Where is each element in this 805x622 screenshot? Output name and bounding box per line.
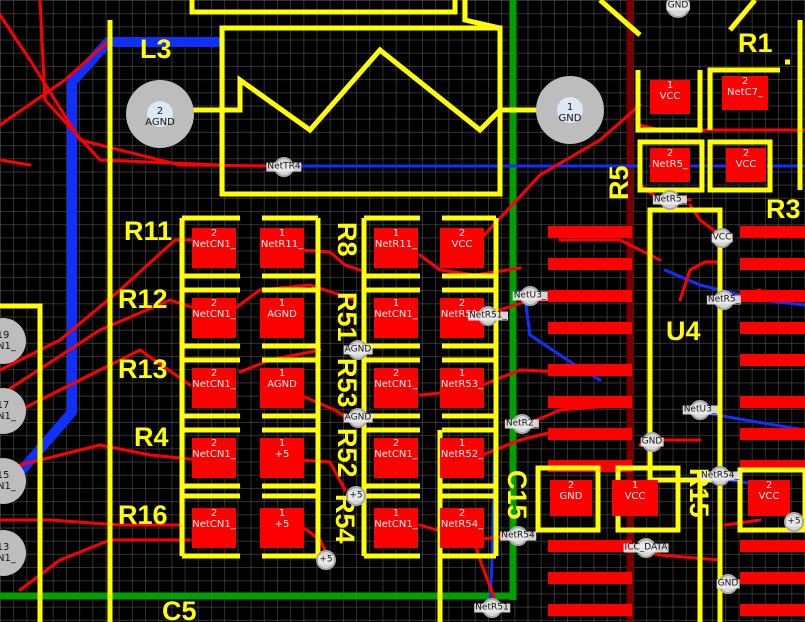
via-gnd-top[interactable]: GND <box>666 0 690 18</box>
via-agnd-b[interactable]: AGND <box>343 408 373 428</box>
via-netr54-b[interactable]: NetR54 <box>500 526 536 546</box>
via-plus5-c[interactable]: +5 <box>784 512 804 532</box>
via-plus5-a[interactable]: +5 <box>346 486 366 506</box>
connector-pin-17[interactable]: 17CN1_ <box>0 388 26 434</box>
via-netr5-a[interactable]: NetR5_ <box>652 190 688 210</box>
via-nettr4[interactable]: NetTR4 <box>266 157 302 177</box>
via-netu3-a[interactable]: NetU3_ <box>512 286 548 306</box>
designator-u4: U4 <box>666 316 701 346</box>
designator-r5: R5 <box>604 165 634 200</box>
via-netu3-b[interactable]: NetU3_ <box>682 400 718 420</box>
designator-c5: C5 <box>162 596 197 622</box>
designator-r12: R12 <box>118 284 168 314</box>
designator-r13: R13 <box>118 354 168 384</box>
designator-r51: R51 <box>332 292 362 342</box>
via-gnd-bottom[interactable]: GND <box>716 574 740 594</box>
via-vcc[interactable]: VCC <box>711 228 733 248</box>
designator-r11: R11 <box>124 216 173 246</box>
resistor-column-left <box>179 215 321 559</box>
designator-r52: R52 <box>332 428 362 478</box>
r16-pad-1[interactable]: 1+5 <box>260 508 304 548</box>
via-netr51-bottom[interactable]: NetR51 <box>474 598 510 618</box>
via-plus5-b[interactable]: +5 <box>316 550 336 570</box>
r4-pad-1[interactable]: 1+5 <box>260 438 304 478</box>
via-gnd-mid[interactable]: GND <box>640 432 664 452</box>
via-icc-data[interactable]: ICC_DATA <box>623 538 669 558</box>
via-netr51[interactable]: NetR51_ <box>467 306 509 326</box>
designator-c15: C15 <box>502 470 532 520</box>
designator-r53: R53 <box>332 358 362 408</box>
via-netr54-a[interactable]: NetR54_ <box>699 466 741 486</box>
designator-r3: R3 <box>766 194 801 224</box>
designator-r8: R8 <box>332 222 362 257</box>
via-agnd-a[interactable]: AGND <box>343 340 373 360</box>
via-netr5-b[interactable]: NetR5_ <box>706 290 742 310</box>
designator-l3: L3 <box>140 34 172 64</box>
designator-r4: R4 <box>134 422 169 452</box>
ic-pad-fingers <box>548 226 805 616</box>
designator-r1: R1 <box>738 28 773 58</box>
designator-r16: R16 <box>118 500 168 530</box>
via-netr2[interactable]: NetR2_ <box>504 414 540 434</box>
